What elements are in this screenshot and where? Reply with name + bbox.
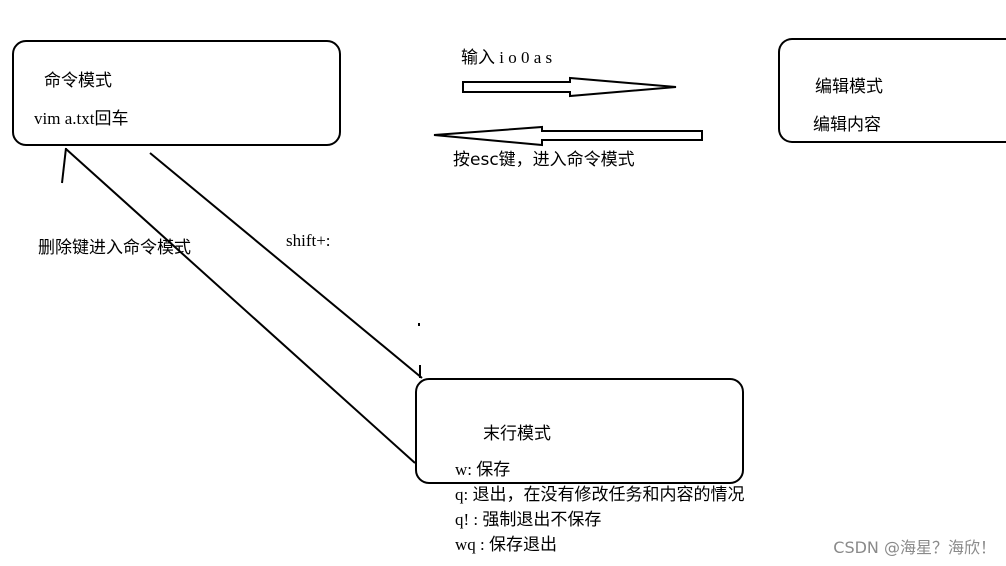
- watermark: CSDN @海星？海欣！: [833, 538, 996, 557]
- force-quit-command: q! : 强制退出不保存: [455, 510, 602, 529]
- dot-mark: [418, 323, 420, 326]
- line-delete-to-command: [65, 148, 416, 464]
- delete-key-label: 删除键进入命令模式: [38, 238, 191, 258]
- edit-mode-title: 编辑模式: [815, 77, 883, 97]
- edit-mode-subtitle: 编辑内容: [813, 115, 881, 135]
- save-command: w: 保存: [455, 460, 511, 479]
- command-mode-title: 命令模式: [44, 71, 112, 91]
- line-shift-to-last-line: [149, 152, 423, 379]
- shift-colon-label: shift+:: [286, 231, 331, 250]
- last-line-mode-title: 末行模式: [483, 424, 551, 444]
- tick-mark-left: [61, 147, 67, 184]
- save-quit-command: wq : 保存退出: [455, 535, 557, 554]
- arrow-to-command-mode: [433, 125, 703, 147]
- arrow-to-edit-mode: [462, 76, 677, 98]
- last-line-mode-box: [415, 378, 744, 484]
- command-mode-box: [12, 40, 341, 146]
- to-edit-mode-label: 输入 i o 0 a s: [461, 48, 553, 67]
- quit-command: q: 退出，在没有修改任务和内容的情况: [455, 485, 745, 504]
- edit-mode-box: [778, 38, 1006, 143]
- to-command-mode-label: 按esc键，进入命令模式: [453, 150, 635, 170]
- command-mode-enter-instruction: vim a.txt回车: [34, 109, 129, 128]
